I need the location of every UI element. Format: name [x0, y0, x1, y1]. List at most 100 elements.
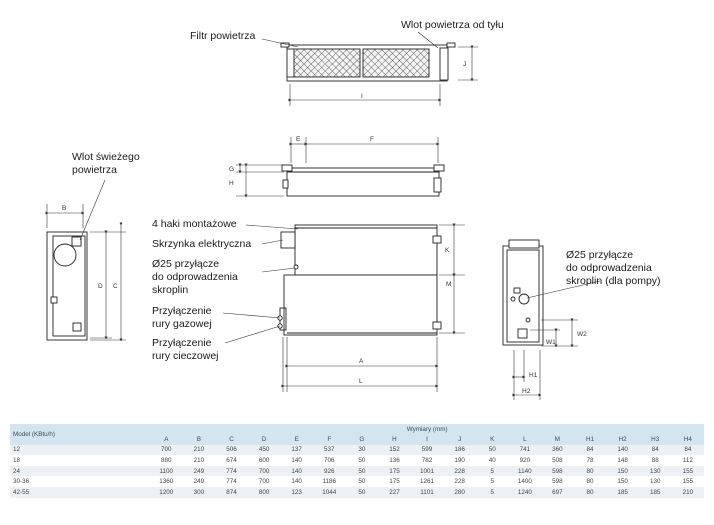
table-cell: 210 [671, 486, 705, 498]
dim-b [45, 204, 85, 228]
table-cell: 186 [443, 444, 476, 456]
dim-g-label: G [229, 166, 234, 173]
table-cell: 155 [671, 476, 705, 487]
table-cell: 137 [280, 444, 313, 456]
table-column-header: D [247, 434, 281, 445]
technical-drawing: I J E F G H [45, 31, 601, 400]
table-cell: 123 [280, 486, 313, 498]
table-column-header: H4 [671, 434, 705, 445]
dim-a-l [281, 337, 439, 392]
table-column-header: F [312, 434, 346, 445]
table-cell: 140 [280, 476, 313, 487]
label-filtr: Filtr powietrza [190, 30, 256, 42]
table-cell: 150 [606, 465, 639, 477]
dim-k-label: K [445, 247, 450, 254]
dim-j-label: J [463, 61, 466, 68]
table-cell: 249 [182, 476, 216, 487]
dim-w1-label: W1 [546, 339, 556, 346]
dim-f-label: F [370, 136, 374, 143]
table-cell: 360 [541, 444, 574, 456]
dim-d-label: D [98, 283, 103, 290]
dim-e-label: E [296, 136, 301, 143]
table-cell-model: 18 [10, 455, 150, 466]
dim-w1-w2 [530, 318, 578, 348]
table-cell: 300 [182, 486, 216, 498]
dim-m-label: M [446, 281, 451, 288]
dim-w2-label: W2 [577, 331, 587, 338]
table-cell: 700 [247, 476, 281, 487]
table-cell: 228 [443, 465, 476, 477]
table-cell: 210 [182, 455, 216, 466]
table-column-header: H1 [573, 434, 607, 445]
table-cell: 600 [247, 455, 281, 466]
table-cell: 50 [345, 476, 379, 487]
table-column-header: H [378, 434, 411, 445]
label-pompa-2: do odprowadzenia [566, 262, 652, 274]
table-cell: 1044 [312, 486, 346, 498]
table-column-header: J [443, 434, 476, 445]
table-cell: 175 [378, 476, 411, 487]
table-cell: 30 [345, 444, 379, 456]
dim-j [458, 45, 478, 82]
table-cell-model: 30-36 [10, 476, 150, 487]
right-end-view [502, 239, 544, 346]
table-cell: 88 [638, 455, 672, 466]
label-haki: 4 haki montażowe [152, 218, 237, 230]
dim-h-label: H [229, 180, 234, 187]
dim-g-h [236, 163, 284, 198]
table-column-header: E [280, 434, 313, 445]
front-view [277, 224, 442, 336]
table-cell: 697 [541, 486, 574, 498]
table-cell: 78 [573, 455, 607, 466]
table-cell: 185 [638, 486, 672, 498]
label-wlot-swiezy-2: powietrza [72, 164, 117, 176]
label-ciecz-2: rury cieczowej [152, 350, 219, 362]
table-cell: 706 [312, 455, 346, 466]
table-cell: 80 [573, 476, 607, 487]
table-cell: 774 [215, 476, 248, 487]
table-cell: 1101 [410, 486, 444, 498]
dim-h1-h2 [512, 350, 542, 400]
table-column-header: I [410, 434, 444, 445]
table-cell: 84 [671, 444, 705, 456]
table-cell: 150 [606, 476, 639, 487]
table-cell-model: 24 [10, 465, 150, 477]
table-cell: 700 [150, 444, 183, 456]
table-cell: 1360 [150, 476, 183, 487]
table-cell: 599 [410, 444, 444, 456]
table-header-group: Wymiary (mm) [150, 424, 705, 434]
table-cell: 249 [182, 465, 216, 477]
table-cell: 50 [345, 465, 379, 477]
table-cell: 874 [215, 486, 248, 498]
dim-b-label: B [62, 205, 66, 212]
dim-h1-label: H1 [529, 372, 538, 379]
table-cell: 1261 [410, 476, 444, 487]
table-column-header: H2 [606, 434, 639, 445]
table-cell-model: 12 [10, 444, 150, 456]
table-cell: 1100 [150, 465, 183, 477]
table-cell: 210 [182, 444, 216, 456]
table-cell: 112 [671, 455, 705, 466]
table-cell: 140 [280, 465, 313, 477]
table-cell: 800 [247, 486, 281, 498]
table-cell-model: 42-55 [10, 486, 150, 498]
side-view [281, 164, 445, 197]
table-cell: 5 [475, 465, 509, 477]
dim-l-label: L [359, 378, 363, 385]
table-cell: 84 [638, 444, 672, 456]
table-cell: 920 [508, 455, 542, 466]
table-cell: 506 [215, 444, 248, 456]
table-cell: 1140 [508, 465, 542, 477]
label-gaz-1: Przyłączenie [152, 305, 212, 317]
table-column-header: A [150, 434, 183, 445]
label-wlot-swiezy-1: Wlot świeżego [72, 151, 140, 163]
table-cell: 280 [443, 486, 476, 498]
table-cell: 5 [475, 486, 509, 498]
table-header-model: Model (KBtu/h) [10, 424, 150, 445]
left-end-view [46, 231, 88, 341]
table-column-header: G [345, 434, 379, 445]
